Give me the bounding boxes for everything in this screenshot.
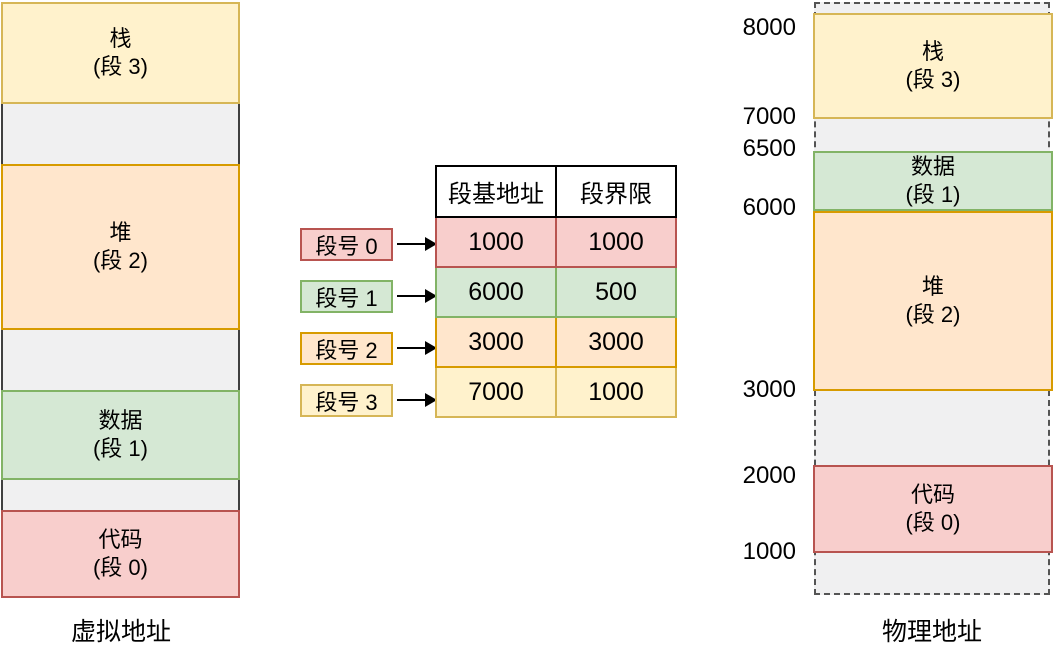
segment-number: (段 1)	[905, 182, 961, 207]
physical-segment-data: 数据 (段 1)	[813, 151, 1053, 211]
segment-name: 堆	[109, 220, 132, 245]
address-label: 3000	[742, 376, 796, 403]
virtual-unused-gap	[1, 330, 240, 390]
physical-segment-heap: 堆 (段 2)	[813, 211, 1053, 391]
segment-number: (段 3)	[905, 67, 961, 92]
physical-segment-stack: 栈 (段 3)	[813, 13, 1053, 119]
segment-table-header-row: 段基地址 段界限	[435, 165, 677, 218]
segment-number: (段 2)	[905, 302, 961, 327]
segment-number: (段 2)	[92, 248, 148, 273]
segment-limit-cell: 3000	[555, 316, 677, 368]
segment-name: 栈	[109, 26, 132, 51]
segment-base-cell: 1000	[435, 216, 557, 268]
segment-base-cell: 6000	[435, 266, 557, 318]
virtual-segment-stack: 栈 (段 3)	[1, 2, 240, 104]
segment-name: 代码	[910, 482, 955, 507]
virtual-unused-gap	[1, 104, 240, 164]
address-label: 1000	[742, 538, 796, 565]
table-row: 1000 1000	[435, 216, 677, 268]
segment-number: (段 3)	[92, 54, 148, 79]
table-row: 7000 1000	[435, 366, 677, 418]
segment-number-label-3: 段号 3	[300, 384, 393, 417]
segment-name: 数据	[98, 408, 143, 433]
segment-limit-cell: 1000	[555, 216, 677, 268]
virtual-segment-code: 代码 (段 0)	[1, 510, 240, 598]
segment-base-header: 段基地址	[435, 165, 557, 218]
segment-number: (段 1)	[92, 436, 148, 461]
address-label: 6000	[742, 194, 796, 221]
address-label: 2000	[742, 462, 796, 489]
segment-number: (段 0)	[905, 510, 961, 535]
segment-name: 堆	[921, 274, 944, 299]
segment-number: (段 0)	[92, 555, 148, 580]
segment-base-cell: 7000	[435, 366, 557, 418]
virtual-unused-gap	[1, 480, 240, 510]
arrow-right-icon	[397, 289, 437, 303]
physical-segment-code: 代码 (段 0)	[813, 465, 1053, 553]
segment-table: 段基地址 段界限 1000 1000 6000 500 3000 3000 70…	[435, 165, 677, 418]
table-row: 6000 500	[435, 266, 677, 318]
segment-number-label-0: 段号 0	[300, 228, 393, 261]
table-row: 3000 3000	[435, 316, 677, 368]
arrow-right-icon	[397, 237, 437, 251]
segment-base-cell: 3000	[435, 316, 557, 368]
segment-name: 代码	[98, 527, 143, 552]
segment-limit-cell: 1000	[555, 366, 677, 418]
segment-number-label-1: 段号 1	[300, 280, 393, 313]
virtual-address-caption: 虚拟地址	[70, 618, 171, 646]
segment-name: 数据	[910, 154, 955, 179]
segment-limit-cell: 500	[555, 266, 677, 318]
arrow-right-icon	[397, 341, 437, 355]
virtual-segment-data: 数据 (段 1)	[1, 390, 240, 480]
segment-number-label-2: 段号 2	[300, 332, 393, 365]
segment-limit-header: 段界限	[555, 165, 677, 218]
address-label: 6500	[742, 135, 796, 162]
arrow-right-icon	[397, 393, 437, 407]
address-label: 8000	[742, 14, 796, 41]
physical-address-caption: 物理地址	[881, 618, 982, 646]
segment-name: 栈	[921, 39, 944, 64]
virtual-segment-heap: 堆 (段 2)	[1, 164, 240, 330]
address-label: 7000	[742, 103, 796, 130]
